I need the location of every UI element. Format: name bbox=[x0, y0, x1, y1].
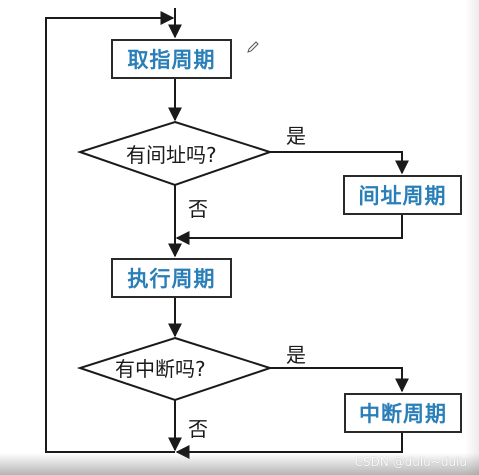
yes-label-2: 是 bbox=[286, 343, 306, 367]
indirect-cycle-box: 间址周期 bbox=[343, 175, 462, 215]
execute-cycle-label: 执行周期 bbox=[127, 267, 216, 291]
decision2-yes-line bbox=[270, 367, 409, 393]
execute-cycle-box: 执行周期 bbox=[111, 258, 232, 298]
interrupt-return-line bbox=[175, 433, 403, 459]
loop-back-line bbox=[45, 11, 175, 453]
indirect-return-line bbox=[175, 215, 403, 245]
indirect-question-label: 有间址吗? bbox=[126, 143, 217, 167]
decision1-yes-line bbox=[270, 151, 409, 175]
pencil-icon bbox=[247, 41, 259, 53]
fetch-cycle-label: 取指周期 bbox=[127, 48, 216, 72]
interrupt-question-label: 有中断吗? bbox=[115, 357, 206, 381]
indirect-cycle-label: 间址周期 bbox=[358, 184, 447, 208]
no-label-2: 否 bbox=[188, 417, 208, 441]
watermark: CSDN @dulu~dulu bbox=[354, 455, 467, 469]
interrupt-cycle-box: 中断周期 bbox=[344, 393, 462, 433]
fetch-cycle-box: 取指周期 bbox=[111, 39, 232, 79]
yes-label-1: 是 bbox=[286, 124, 306, 148]
right-shade bbox=[465, 0, 479, 475]
bottom-shade bbox=[0, 453, 479, 475]
no-label-1: 否 bbox=[188, 197, 208, 221]
interrupt-cycle-label: 中断周期 bbox=[359, 402, 447, 426]
